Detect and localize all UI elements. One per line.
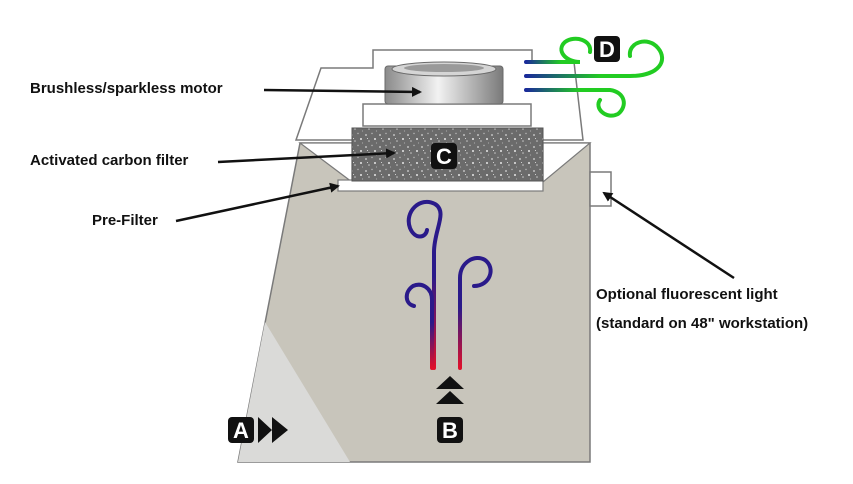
leader-lines [175, 86, 735, 280]
badge-d: D [594, 36, 620, 62]
badge-a: A [228, 417, 288, 443]
label-carbon-filter: Activated carbon filter [30, 152, 189, 169]
motor [384, 61, 504, 105]
light-housing [589, 171, 612, 207]
svg-text:B: B [442, 418, 458, 443]
svg-text:D: D [599, 37, 615, 62]
label-pre-filter: Pre-Filter [92, 212, 158, 229]
pre-filter [337, 179, 544, 192]
svg-text:A: A [233, 418, 249, 443]
label-motor: Brushless/sparkless motor [30, 80, 223, 97]
svg-text:C: C [436, 144, 452, 169]
label-light-line1: Optional fluorescent light [596, 286, 778, 303]
label-light-line2: (standard on 48" workstation) [596, 315, 809, 332]
inflow-arrows [404, 200, 493, 370]
outflow-arrows [524, 36, 665, 118]
double-arrow-right-icon [258, 417, 288, 443]
badge-b: B [436, 376, 464, 443]
motor-base [362, 103, 532, 127]
double-arrow-up-icon [436, 376, 464, 404]
badge-c: C [431, 143, 457, 169]
